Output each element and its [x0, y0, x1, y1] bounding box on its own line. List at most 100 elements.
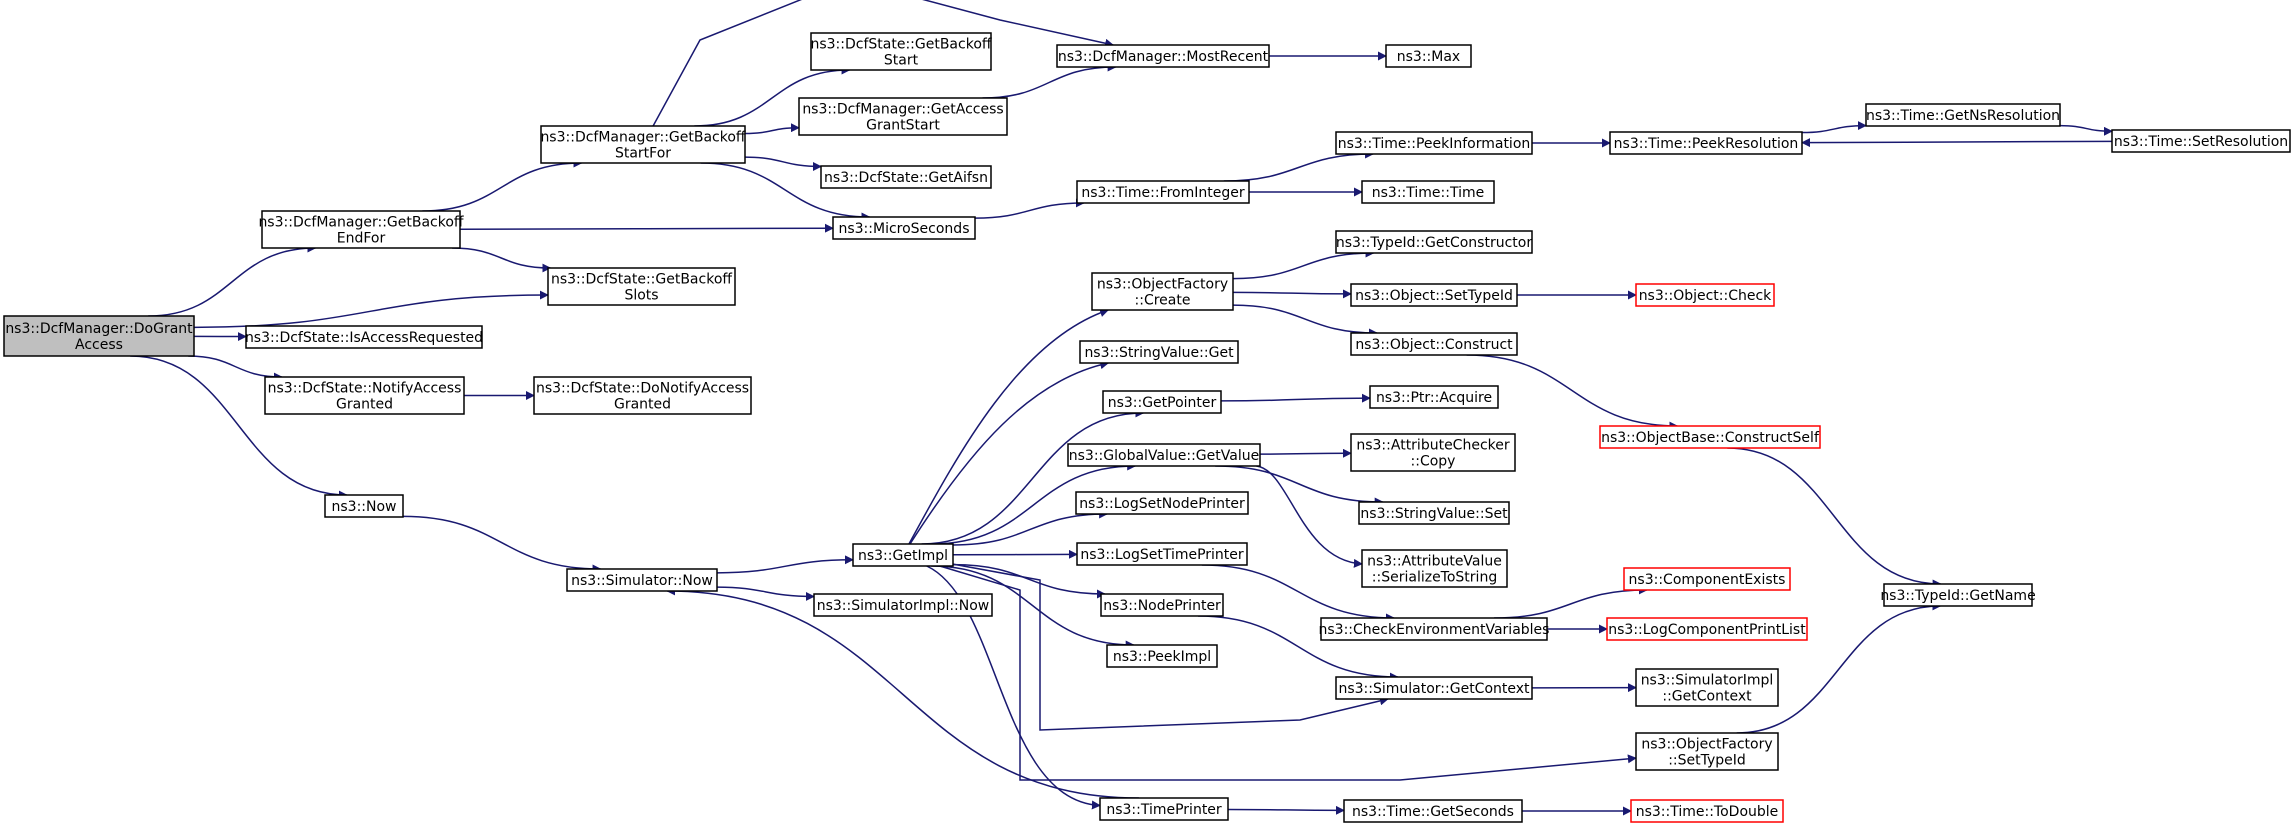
edges-layer	[130, 0, 2113, 816]
node-setTypeId[interactable]: ns3::Object::SetTypeId	[1350, 283, 1518, 307]
node-timeTime[interactable]: ns3::Time::Time	[1361, 180, 1495, 204]
node-label: ns3::DcfState::GetBackoff	[551, 272, 732, 288]
node-mostRecent[interactable]: ns3::DcfManager::MostRecent	[1056, 44, 1270, 68]
node-max[interactable]: ns3::Max	[1385, 44, 1472, 68]
node-globalGetValue[interactable]: ns3::GlobalValue::GetValue	[1067, 443, 1261, 467]
node-peekImpl[interactable]: ns3::PeekImpl	[1106, 644, 1218, 668]
node-fromInteger[interactable]: ns3::Time::FromInteger	[1076, 180, 1250, 204]
node-label: ns3::Time::Time	[1372, 185, 1484, 201]
node-label: ns3::LogSetNodePrinter	[1079, 496, 1245, 512]
node-label: Slots	[624, 288, 658, 304]
node-timeGetSeconds[interactable]: ns3::Time::GetSeconds	[1343, 799, 1523, 823]
edge-logSetTimePrinter-to-checkEnvVars	[1201, 564, 1396, 623]
node-nodePrinter[interactable]: ns3::NodePrinter	[1100, 593, 1224, 617]
node-box	[1865, 103, 2061, 127]
node-box	[1635, 732, 1779, 771]
edge-getImpl-to-objectFactorySetTypeId	[939, 565, 1637, 781]
node-label: ns3::DcfState::GetBackoff	[810, 37, 991, 53]
node-getPointer[interactable]: ns3::GetPointer	[1102, 390, 1222, 414]
node-box	[1635, 668, 1779, 707]
node-objectFactorySetTypeId[interactable]: ns3::ObjectFactory::SetTypeId	[1635, 732, 1779, 771]
node-label: StartFor	[615, 146, 671, 162]
node-getImpl[interactable]: ns3::GetImpl	[852, 543, 954, 567]
node-label: ns3::NodePrinter	[1103, 598, 1221, 614]
node-label: ns3::SimulatorImpl::Now	[817, 598, 990, 614]
node-simulatorImplGetContext[interactable]: ns3::SimulatorImpl::GetContext	[1635, 668, 1779, 707]
node-componentExists[interactable]: ns3::ComponentExists	[1623, 567, 1791, 591]
node-getConstructor[interactable]: ns3::TypeId::GetConstructor	[1335, 230, 1533, 254]
node-label: ns3::DcfManager::GetAccess	[802, 102, 1003, 118]
node-constructSelf[interactable]: ns3::ObjectBase::ConstructSelf	[1599, 425, 1821, 449]
edge-objectFactoryCreate-to-getConstructor	[1232, 248, 1375, 280]
node-box	[1361, 180, 1495, 204]
node-box	[1630, 799, 1784, 823]
node-label: ns3::Simulator::GetContext	[1338, 681, 1530, 697]
node-timePrinter[interactable]: ns3::TimePrinter	[1099, 797, 1229, 821]
node-simulatorNow[interactable]: ns3::Simulator::Now	[566, 568, 718, 592]
node-setResolution[interactable]: ns3::Time::SetResolution	[2111, 129, 2291, 153]
node-peekInformation[interactable]: ns3::Time::PeekInformation	[1335, 131, 1533, 155]
node-label: Granted	[614, 397, 671, 413]
node-serializeToString[interactable]: ns3::AttributeValue::SerializeToString	[1361, 549, 1508, 588]
node-label: ns3::CheckEnvironmentVariables	[1319, 622, 1550, 638]
node-objectCheck[interactable]: ns3::Object::Check	[1635, 283, 1775, 307]
node-label: ns3::DcfManager::GetBackoff	[540, 130, 745, 146]
node-label: ns3::AttributeChecker	[1356, 438, 1510, 454]
node-logComponentPrintList[interactable]: ns3::LogComponentPrintList	[1606, 617, 1808, 641]
node-box	[2111, 129, 2291, 153]
node-typeIdGetName[interactable]: ns3::TypeId::GetName	[1880, 583, 2036, 607]
node-objectConstruct[interactable]: ns3::Object::Construct	[1350, 332, 1518, 356]
node-timeToDouble[interactable]: ns3::Time::ToDouble	[1630, 799, 1784, 823]
edge-doGrantAccess-to-getBackoffSlots	[193, 290, 549, 329]
edge-getBackoffStartFor-to-getAccessGrantStart	[744, 123, 800, 135]
node-logSetTimePrinter[interactable]: ns3::LogSetTimePrinter	[1076, 542, 1248, 566]
node-ptrAcquire[interactable]: ns3::Ptr::Acquire	[1369, 385, 1499, 409]
node-checkEnvVars[interactable]: ns3::CheckEnvironmentVariables	[1319, 617, 1550, 641]
node-box	[1609, 131, 1803, 155]
edge-getBackoffStartFor-to-mostRecent	[652, 0, 1115, 127]
node-label: ns3::Object::Check	[1639, 288, 1772, 304]
node-label: ns3::PeekImpl	[1113, 649, 1211, 665]
node-logSetNodePrinter[interactable]: ns3::LogSetNodePrinter	[1075, 491, 1249, 515]
node-isAccessRequested[interactable]: ns3::DcfState::IsAccessRequested	[245, 325, 483, 349]
node-objectFactoryCreate[interactable]: ns3::ObjectFactory::Create	[1091, 272, 1234, 311]
edge-fromInteger-to-peekInformation	[1223, 149, 1375, 182]
node-box	[813, 593, 993, 617]
node-label: ns3::GlobalValue::GetValue	[1069, 448, 1259, 464]
edge-doGrantAccess-to-notifyAccessGranted	[188, 355, 283, 382]
edge-setResolution-to-peekResolution	[1801, 138, 2113, 148]
node-label: ns3::SimulatorImpl	[1641, 673, 1774, 689]
edge-globalGetValue-to-attrCheckerCopy	[1259, 448, 1352, 458]
edge-simulatorNow-to-simulatorImplNow	[716, 586, 815, 601]
node-getAifsn[interactable]: ns3::DcfState::GetAifsn	[820, 165, 992, 189]
edge-doGrantAccess-to-getBackoffEndFor	[148, 243, 317, 317]
node-label: ns3::TypeId::GetConstructor	[1336, 235, 1532, 251]
node-box	[1635, 283, 1775, 307]
node-peekResolution[interactable]: ns3::Time::PeekResolution	[1609, 131, 1803, 155]
node-stringValueSet[interactable]: ns3::StringValue::Set	[1358, 501, 1510, 525]
node-getNsResolution[interactable]: ns3::Time::GetNsResolution	[1865, 103, 2061, 127]
node-label: ns3::TimePrinter	[1106, 802, 1222, 818]
node-label: ns3::TypeId::GetName	[1880, 588, 2035, 604]
node-stringValueGet[interactable]: ns3::StringValue::Get	[1079, 340, 1239, 364]
node-box	[1343, 799, 1523, 823]
node-box	[798, 97, 1008, 136]
node-attrCheckerCopy[interactable]: ns3::AttributeChecker::Copy	[1350, 433, 1516, 472]
node-microSeconds[interactable]: ns3::MicroSeconds	[832, 216, 976, 240]
node-label: ns3::LogComponentPrintList	[1608, 622, 1806, 638]
edge-globalGetValue-to-stringValueSet	[1215, 465, 1384, 507]
node-now[interactable]: ns3::Now	[324, 494, 404, 518]
node-label: ns3::AttributeValue	[1367, 554, 1502, 570]
node-simulatorImplNow[interactable]: ns3::SimulatorImpl::Now	[813, 593, 993, 617]
node-label: Granted	[336, 397, 393, 413]
node-simulatorGetContext[interactable]: ns3::Simulator::GetContext	[1335, 676, 1533, 700]
node-box	[1091, 272, 1234, 311]
